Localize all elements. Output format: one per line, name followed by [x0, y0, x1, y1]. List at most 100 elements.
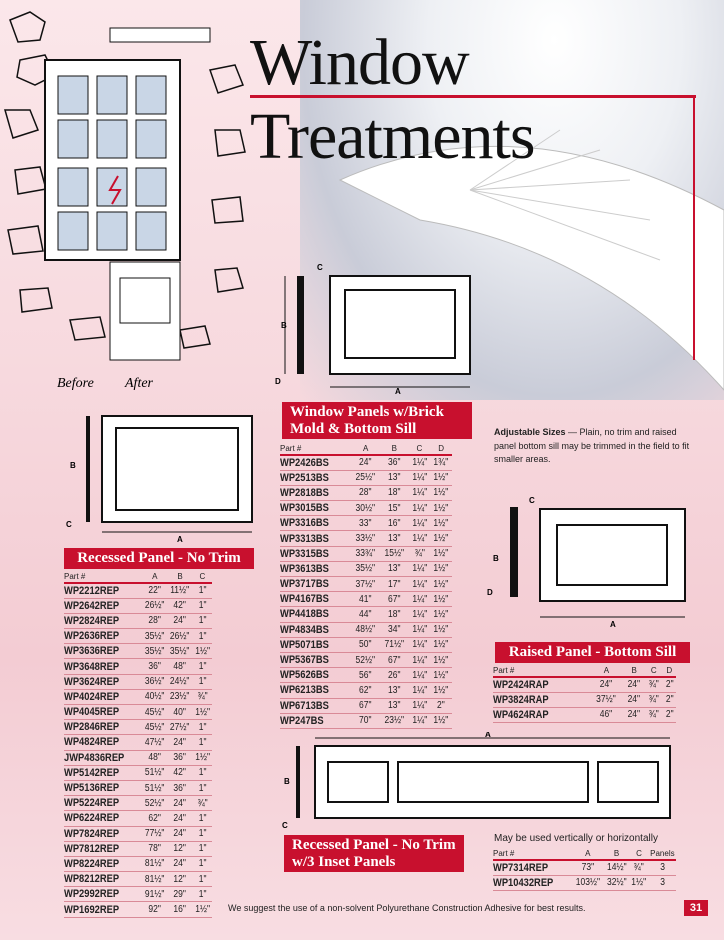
dimension-cell: 2" — [663, 692, 675, 708]
page-title-line1: Window — [250, 26, 470, 99]
dimension-cell: 24" — [624, 677, 644, 693]
dimension-cell: 28" — [143, 613, 166, 630]
sunburst-illustration — [338, 129, 724, 391]
dimension-cell: 35½" — [143, 628, 166, 645]
part-number: WP2992REP — [64, 886, 131, 903]
column-header: B — [167, 571, 193, 584]
part-number: WP2642REP — [64, 598, 131, 614]
dimension-cell: 1¼" — [410, 713, 429, 729]
dimension-cell: 1½" — [431, 530, 451, 547]
dimension-cell: 51½" — [143, 765, 166, 781]
dimension-cell: 42" — [169, 765, 191, 781]
part-number: WP7812REP — [64, 841, 131, 857]
dimension-cell: 1¼" — [410, 698, 429, 714]
dimension-cell: 62" — [143, 810, 166, 827]
dim-b-label: B — [281, 321, 287, 330]
adjustable-sizes-note: Adjustable Sizes — Plain, no trim and ra… — [494, 426, 694, 467]
column-header: Panels — [648, 848, 676, 861]
dimension-cell: 1½" — [431, 713, 451, 729]
dimension-cell: 16" — [382, 515, 407, 532]
dimension-cell: 44" — [353, 606, 378, 623]
dimension-cell: 1" — [194, 765, 211, 781]
part-number: WP4418BS — [280, 606, 341, 623]
dimension-cell: 103½" — [574, 875, 602, 891]
dimension-cell: 29" — [169, 886, 191, 903]
dimension-cell: 28" — [353, 485, 378, 502]
dimension-cell: 1" — [194, 841, 211, 857]
column-header: Part # — [280, 443, 352, 456]
part-number: WP3648REP — [64, 658, 131, 675]
part-number: WP4024REP — [64, 689, 131, 706]
adjustable-text: — Plain, no trim and raised panel bottom… — [494, 427, 690, 464]
part-number: WP6213BS — [280, 682, 341, 699]
dimension-cell: 46" — [591, 707, 621, 724]
dimension-cell: 48" — [143, 750, 166, 766]
dimension-cell: 1¼" — [410, 652, 429, 669]
part-number: WP4045REP — [64, 704, 131, 721]
dimension-cell: 18" — [382, 485, 407, 502]
dimension-cell: ¾" — [194, 795, 211, 812]
dimension-cell: 2" — [663, 707, 675, 724]
raised-panel-diagram: A B C D — [487, 496, 686, 629]
dimension-cell: 42" — [169, 598, 191, 614]
dimension-cell: 2" — [663, 677, 675, 693]
dimension-cell: 1½" — [431, 667, 451, 684]
dimension-cell: 1½" — [431, 546, 451, 562]
dimension-cell: 33" — [353, 515, 378, 532]
dimension-cell: 24" — [624, 707, 644, 724]
svg-text:B: B — [70, 461, 76, 470]
dimension-cell: 35½" — [169, 643, 191, 660]
part-number: WP247BS — [280, 713, 341, 729]
title-rule-vertical — [693, 95, 695, 360]
column-header: B — [380, 443, 409, 456]
dimension-cell: 14½" — [605, 860, 628, 876]
dimension-cell: 13" — [382, 470, 407, 486]
dimension-cell: 67" — [353, 698, 378, 714]
part-number: WP5626BS — [280, 667, 341, 684]
dimension-cell: 1" — [194, 598, 211, 614]
dimension-cell: 15½" — [382, 546, 407, 562]
dimension-cell: 67" — [382, 652, 407, 669]
table-row: WP247BS 70"23½"1¼"1½" — [280, 713, 452, 729]
dimension-cell: 1" — [194, 613, 211, 630]
part-number: WP2424RAP — [493, 677, 575, 693]
before-after-window-illustration — [4, 11, 246, 361]
recessed-header: Recessed Panel - No Trim — [64, 548, 254, 569]
part-number: WP4167BS — [280, 591, 341, 608]
dimension-cell: 1½" — [431, 485, 451, 502]
dimension-cell: 37½" — [353, 576, 378, 593]
dimension-cell: 1¼" — [410, 455, 429, 471]
part-number: WP7314REP — [493, 860, 561, 876]
svg-text:C: C — [282, 821, 288, 830]
dimension-cell: 23½" — [382, 713, 407, 729]
column-header: D — [662, 665, 676, 678]
part-number: WP2818BS — [280, 485, 341, 502]
dimension-cell: 3 — [650, 875, 674, 891]
dimension-cell: 70" — [353, 713, 378, 729]
dimension-cell: 26" — [382, 667, 407, 684]
part-number: WP3015BS — [280, 500, 341, 517]
dimension-cell: 33¾" — [353, 546, 378, 562]
footer-note: We suggest the use of a non-solvent Poly… — [228, 903, 586, 913]
dimension-cell: 12" — [169, 871, 191, 888]
dimension-cell: 24" — [169, 613, 191, 630]
part-number: WP3613BS — [280, 561, 341, 578]
dim-a-label: A — [395, 387, 401, 396]
